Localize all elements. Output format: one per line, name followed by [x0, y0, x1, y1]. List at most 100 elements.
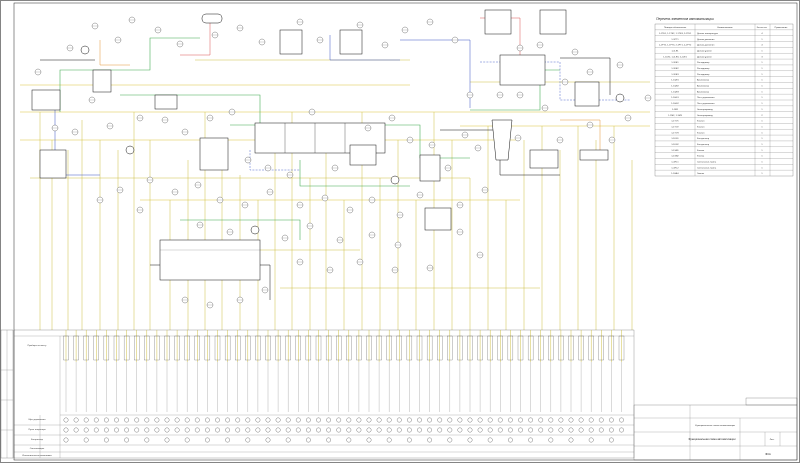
instrument-bubble — [211, 31, 219, 39]
instrument-bubble — [451, 36, 459, 44]
legend-cell: Контроллер — [697, 144, 710, 146]
field-column — [406, 330, 413, 443]
legend-header-cell: Кол-во шт. — [757, 27, 768, 29]
field-column — [224, 330, 231, 443]
settling-tank-1 — [154, 94, 178, 110]
legend-cell: Датчик давления — [697, 39, 715, 41]
field-column — [457, 330, 463, 433]
title-block-caption: Функциональная схема автоматизации — [695, 424, 735, 427]
field-column — [366, 330, 372, 443]
instrument-bubble — [236, 24, 244, 32]
instrument-bubble — [96, 196, 104, 204]
instrument-bubble — [51, 124, 59, 132]
instrument-bubble — [496, 91, 504, 99]
legend-cell: 1-1M2, 1-1M3 — [668, 115, 682, 117]
legend-cell: Кнопка — [697, 150, 705, 152]
instrument-bubble — [388, 114, 396, 122]
legend-cell: 1-1HL1 — [671, 162, 679, 164]
instrument-bubble — [644, 94, 652, 102]
instrument-bubble — [128, 16, 136, 24]
instrument-bubble — [426, 264, 434, 272]
instrument-bubble — [146, 176, 154, 184]
field-column — [386, 330, 392, 443]
legend-cell: Анализатор — [697, 79, 710, 82]
tank-middle — [349, 144, 377, 166]
field-column — [204, 330, 211, 443]
legend-cell: Клапан — [697, 126, 705, 128]
reactor-2 — [419, 154, 441, 182]
field-column — [548, 330, 554, 443]
instrument-bubble — [456, 228, 464, 236]
field-column — [336, 330, 342, 433]
instrument-bubble — [364, 124, 372, 132]
instrument-bubble — [306, 222, 314, 230]
field-column — [346, 330, 352, 443]
field-column — [184, 330, 190, 443]
instrument-bubble — [321, 194, 329, 202]
legend-cell: Клапан — [697, 121, 705, 123]
instrument-bubble — [516, 91, 524, 99]
field-column — [63, 330, 69, 443]
instrument-bubble — [346, 206, 354, 214]
legend-cell: 1 — [761, 121, 763, 123]
legend-cell: 1 — [761, 150, 763, 152]
field-column — [255, 330, 261, 433]
row-label: Щит управления — [29, 419, 47, 421]
instrument-bubble — [71, 128, 79, 136]
instrument-bubble — [381, 41, 389, 49]
legend-cell: 1 — [761, 173, 763, 175]
legend-cell: Расходомер — [697, 74, 710, 76]
instrument-bubble — [391, 266, 399, 274]
field-column — [154, 330, 160, 433]
instrument-bubble — [444, 164, 452, 172]
field-column — [558, 330, 564, 433]
legend-cell: 1-1LE2, 1-1LE3, 2-1LE1 — [663, 56, 687, 58]
instrument-bubble — [474, 144, 482, 152]
legend-cell: Клапан — [697, 132, 705, 134]
field-column — [416, 330, 423, 433]
legend-cell: Датчик температуры — [697, 33, 718, 35]
instrument-bubble — [91, 22, 99, 30]
instrument-bubble — [476, 251, 484, 259]
instrument-bubble — [114, 36, 122, 44]
legend-cell: Анализатор — [697, 85, 710, 88]
legend-cell: 1-1HL2 — [671, 167, 679, 169]
instrument-bubble — [331, 164, 339, 172]
field-column — [275, 330, 281, 433]
legend-cell: Звонок — [697, 173, 704, 175]
instrument-bubble — [556, 136, 564, 144]
instrument-bubble — [88, 96, 96, 104]
instrument-bubble — [176, 40, 184, 48]
legend-cell: 1-1SB2 — [671, 156, 679, 158]
field-column — [608, 330, 615, 443]
legend-cell: 1-1FE2 — [671, 68, 679, 70]
instrument-bubble — [296, 258, 304, 266]
legend-cell: 1-1M1 — [672, 109, 679, 111]
instrument-bubble — [181, 296, 189, 304]
legend-cell: 1-1SB1 — [671, 150, 679, 152]
drawing-frame — [13, 2, 798, 461]
legend-cell: 1-1QE3 — [671, 91, 679, 93]
field-column — [123, 330, 130, 443]
instrument-bubble — [514, 134, 522, 142]
legend-cell: 1-1PT1 — [671, 39, 679, 41]
instrument-bubble — [308, 108, 316, 116]
legend-cell: Кнопка — [697, 156, 705, 158]
legend-cell: Пост управления — [697, 97, 715, 99]
instrument-bubble — [461, 131, 469, 139]
instrument-bubble — [154, 26, 162, 34]
field-column — [618, 330, 625, 433]
instrument-bubble — [586, 68, 594, 76]
instrument-bubble — [516, 44, 524, 52]
legend-cell: 1 — [761, 91, 763, 93]
legend-cell: 1 — [761, 138, 763, 140]
legend-cell: Расходомер — [697, 68, 710, 70]
vessel-left-2 — [31, 89, 61, 111]
legend-cell: 1 — [761, 126, 763, 128]
instrument-bubble — [171, 188, 179, 196]
right-vessel-1 — [574, 81, 600, 107]
field-column — [214, 330, 221, 433]
legend-cell: Датчик уровня — [697, 56, 712, 58]
field-column — [265, 330, 271, 443]
